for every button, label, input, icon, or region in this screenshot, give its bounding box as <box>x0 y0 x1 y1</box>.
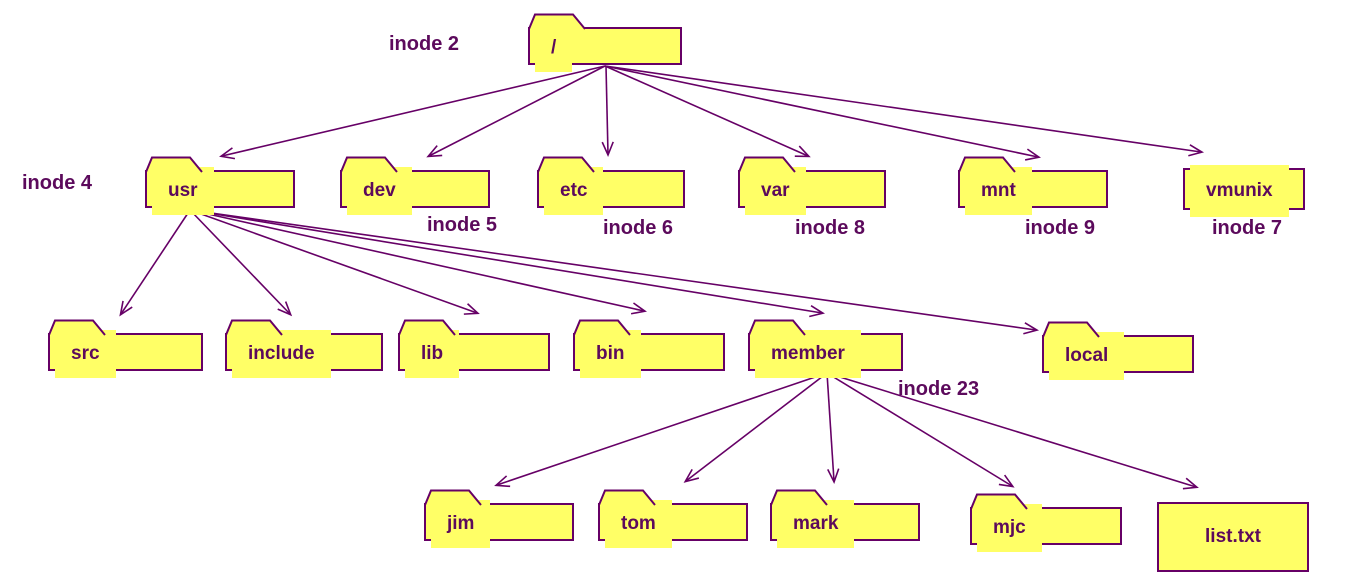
edge-member-to-mark <box>826 372 840 485</box>
folder-label-dev: dev <box>363 180 396 201</box>
label-highlight: tom <box>605 500 672 548</box>
folder-node-etc: etc <box>537 156 685 215</box>
label-highlight: lib <box>405 330 460 378</box>
edge-root-to-etc <box>601 65 614 158</box>
label-highlight: var <box>745 167 806 215</box>
folder-tab-icon <box>528 13 586 30</box>
edge-member-to-tom <box>683 372 828 483</box>
label-highlight: mnt <box>965 167 1032 215</box>
label-highlight: include <box>232 330 331 378</box>
folder-node-src: src <box>48 319 203 378</box>
folder-tab-icon <box>398 319 456 336</box>
inode-label-member: inode 23 <box>898 378 980 400</box>
edge-root-to-dev <box>426 65 606 158</box>
inode-label-mnt: inode 9 <box>1025 217 1096 239</box>
folder-node-usr: usr <box>145 156 295 215</box>
label-highlight: mjc <box>977 504 1042 552</box>
folder-node-bin: bin <box>573 319 725 378</box>
folder-tab-icon <box>1042 321 1100 338</box>
folder-tab-icon <box>145 156 203 173</box>
folder-tab-icon <box>738 156 796 173</box>
inode-label-vmunix: inode 7 <box>1212 217 1283 239</box>
folder-node-member: member <box>748 319 903 378</box>
folder-label-mnt: mnt <box>981 180 1016 201</box>
folder-tab-icon <box>573 319 631 336</box>
label-highlight: / <box>535 24 573 72</box>
folder-label-tom: tom <box>621 513 656 534</box>
folder-node-lib: lib <box>398 319 550 378</box>
folder-node-dev: dev <box>340 156 490 215</box>
folder-label-lib: lib <box>421 343 444 364</box>
folder-label-local: local <box>1065 345 1109 366</box>
folder-node-tom: tom <box>598 489 748 548</box>
folder-tab-icon <box>48 319 106 336</box>
label-highlight: jim <box>431 500 491 548</box>
file-label-list.txt: list.txt <box>1205 526 1261 547</box>
inode-label-dev: inode 5 <box>427 214 498 236</box>
folder-tab-icon <box>340 156 398 173</box>
folder-label-mark: mark <box>793 513 839 534</box>
label-highlight: bin <box>580 330 641 378</box>
folder-label-usr: usr <box>168 180 198 201</box>
folder-tab-icon <box>748 319 806 336</box>
folder-label-member: member <box>771 343 845 364</box>
label-highlight: dev <box>347 167 412 215</box>
edge-usr-to-member <box>189 209 826 318</box>
label-highlight: vmunix <box>1190 165 1289 217</box>
folder-tab-icon <box>770 489 828 506</box>
folder-tab-icon <box>970 493 1028 510</box>
folder-node-jim: jim <box>424 489 574 548</box>
folder-label-src: src <box>71 343 100 364</box>
folder-label-include: include <box>248 343 315 364</box>
edge-root-to-usr <box>219 65 606 160</box>
inode-label-root: inode 2 <box>389 33 460 55</box>
file-label-vmunix: vmunix <box>1206 180 1273 201</box>
folder-label-bin: bin <box>596 343 625 364</box>
folder-node-root: / <box>528 13 682 72</box>
inode-label-var: inode 8 <box>795 217 866 239</box>
folder-label-var: var <box>761 180 790 201</box>
edge-member-to-list.txt <box>826 372 1199 490</box>
edge-usr-to-lib <box>189 209 480 315</box>
folder-tab-icon <box>598 489 656 506</box>
folder-node-include: include <box>225 319 383 378</box>
edge-usr-to-local <box>189 209 1040 335</box>
folder-tab-icon <box>958 156 1016 173</box>
file-node-list.txt: list.txt <box>1157 502 1309 572</box>
folder-tab-icon <box>537 156 595 173</box>
file-node-vmunix: vmunix <box>1183 165 1305 217</box>
label-highlight: etc <box>544 167 604 215</box>
folder-node-var: var <box>738 156 886 215</box>
folder-tab-icon <box>225 319 283 336</box>
folder-label-jim: jim <box>447 513 475 534</box>
label-highlight: local <box>1049 332 1125 380</box>
folder-node-mark: mark <box>770 489 920 548</box>
folder-label-etc: etc <box>560 180 588 201</box>
inode-label-usr: inode 4 <box>22 172 93 194</box>
inode-label-etc: inode 6 <box>603 217 674 239</box>
label-highlight: src <box>55 330 116 378</box>
folder-node-local: local <box>1042 321 1194 380</box>
edge-root-to-vmunix <box>604 65 1205 157</box>
edge-member-to-mjc <box>826 372 1015 488</box>
edge-root-to-var <box>604 65 811 158</box>
label-highlight: mark <box>777 500 855 548</box>
edge-usr-to-include <box>189 209 293 317</box>
folder-label-mjc: mjc <box>993 517 1026 538</box>
edge-root-to-mnt <box>604 65 1041 161</box>
edge-usr-to-src <box>119 209 191 317</box>
folder-label-root: / <box>551 37 557 58</box>
label-highlight: member <box>755 330 861 378</box>
edge-usr-to-bin <box>189 209 647 315</box>
edge-member-to-jim <box>494 372 828 488</box>
label-highlight: usr <box>152 167 214 215</box>
folder-node-mnt: mnt <box>958 156 1108 215</box>
folder-tab-icon <box>424 489 482 506</box>
folder-node-mjc: mjc <box>970 493 1122 552</box>
